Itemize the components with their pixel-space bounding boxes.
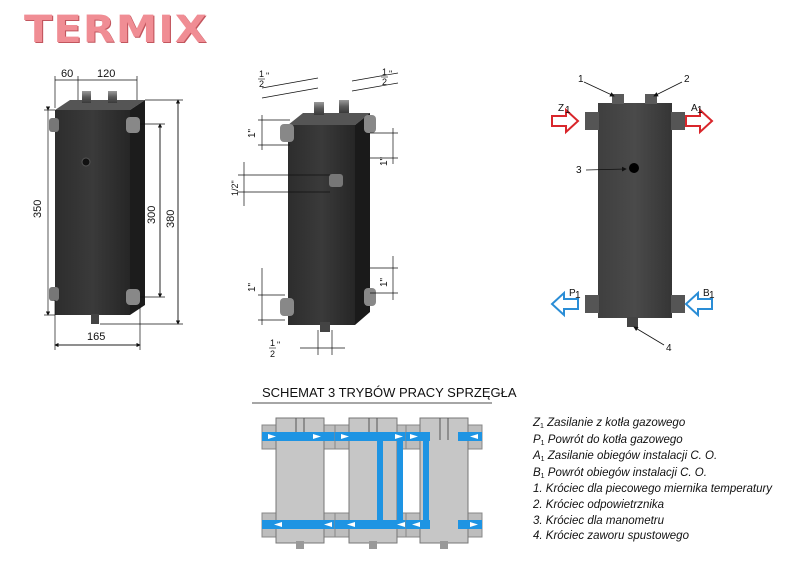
- legend-item: A1 Zasilanie obiegów instalacji C. O.: [533, 450, 718, 464]
- svg-text:": ": [266, 71, 269, 81]
- svg-text:": ": [277, 340, 280, 350]
- arrow-p1: [550, 290, 579, 318]
- stub-4: [627, 317, 638, 327]
- dim-300: 300: [146, 206, 158, 224]
- svg-text:": ": [389, 69, 392, 79]
- view1-side-stub: [49, 118, 59, 132]
- label-2: 2: [684, 74, 690, 85]
- view1-side-face: [130, 100, 145, 315]
- legend-item: 2. Króciec odpowietrznika: [533, 498, 665, 511]
- view1-isometric: 60 120 350 300 380 165: [32, 68, 183, 350]
- legend-item: 3. Króciec dla manometru: [533, 514, 665, 527]
- dim-120: 120: [97, 68, 115, 80]
- view1-side-stub: [126, 117, 140, 133]
- svg-text:1: 1: [382, 67, 387, 77]
- view1-front-face: [55, 110, 130, 315]
- svg-text:1: 1: [697, 105, 703, 116]
- arrow-a1: [685, 107, 714, 135]
- label-b1: B: [703, 288, 710, 299]
- label-p1: P: [569, 288, 576, 299]
- stub-1: [612, 94, 624, 104]
- schema-mode-3: [405, 417, 483, 549]
- svg-text:2: 2: [259, 79, 264, 89]
- view1-front-stub: [81, 157, 91, 167]
- dim-165: 165: [87, 331, 105, 343]
- label-a1: A: [691, 103, 698, 114]
- view1-top-stub: [82, 91, 91, 103]
- schema-mode-2: [334, 417, 412, 549]
- legend: Z1 Zasilanie z kotła gazowego P1 Powrót d…: [533, 416, 772, 545]
- svg-text:1: 1: [709, 290, 715, 301]
- label-1: 1: [578, 74, 584, 85]
- label-z1: Z: [558, 103, 564, 114]
- svg-text:1": 1": [247, 128, 258, 138]
- view1-bottom-stub: [91, 314, 99, 324]
- svg-text:1: 1: [270, 338, 275, 348]
- view1-top-stub: [108, 91, 117, 103]
- legend-item: 4. Króciec zaworu spustowego: [533, 530, 689, 543]
- svg-text:1": 1": [379, 156, 390, 166]
- svg-text:2: 2: [270, 349, 275, 359]
- schema-diagrams: [261, 417, 483, 549]
- label-3: 3: [576, 165, 582, 176]
- svg-text:1: 1: [259, 69, 264, 79]
- legend-item: B1 Powrót obiegów instalacji C. O.: [533, 466, 707, 480]
- dim-60: 60: [61, 68, 73, 80]
- view1-top-face: [55, 100, 145, 110]
- legend-item: Z1 Zasilanie z kotła gazowego: [533, 417, 686, 430]
- view2-connections: 1 2 " 1 2 " 1" 1" 1/2" 1" 1" 1 2 ": [230, 67, 399, 359]
- svg-text:1/2": 1/2": [230, 180, 240, 196]
- svg-text:1": 1": [247, 282, 258, 292]
- svg-text:2: 2: [382, 77, 387, 87]
- svg-text:1": 1": [379, 277, 390, 287]
- termix-logo: TERMIX: [24, 8, 208, 51]
- svg-text:1: 1: [575, 290, 581, 301]
- arrow-z1: [551, 107, 580, 135]
- dim-380: 380: [165, 210, 177, 228]
- svg-text:1: 1: [565, 105, 571, 116]
- view3-body: [598, 103, 672, 318]
- stub-2: [645, 94, 657, 104]
- view1-side-stub: [126, 289, 140, 305]
- dim-350: 350: [32, 200, 44, 218]
- schema-title: SCHEMAT 3 TRYBÓW PRACY SPRZĘGŁA: [262, 385, 517, 400]
- label-4: 4: [666, 343, 672, 354]
- stub-3: [629, 163, 639, 173]
- arrow-b1: [684, 290, 713, 318]
- legend-item: P1 Powrót do kotła gazowego: [533, 433, 683, 447]
- legend-item: 1. Króciec dla piecowego miernika temper…: [533, 483, 773, 496]
- view3-labelled: 1 2 3 4 Z 1 A 1 P 1 B 1: [550, 74, 715, 354]
- schema-mode-1: [261, 417, 339, 549]
- view1-side-stub: [49, 287, 59, 301]
